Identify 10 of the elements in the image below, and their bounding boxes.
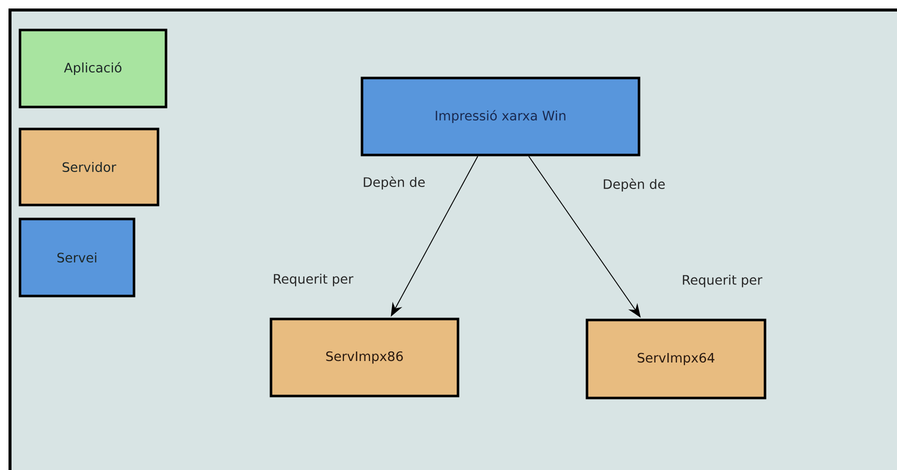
process-box: Impressió xarxa Win xyxy=(360,76,640,156)
legend-label: Servei xyxy=(57,252,96,263)
legend-label: Servidor xyxy=(62,162,116,172)
process-box: ServImpx64 xyxy=(586,318,766,400)
process-box: ServImpx86 xyxy=(270,318,460,398)
edge-label: Depèn de xyxy=(362,175,426,191)
legend-label: Aplicació xyxy=(64,62,122,76)
end-label: Requerit per xyxy=(680,274,764,288)
end-label: Requerit per xyxy=(272,272,354,288)
edge-label: Depèn de xyxy=(602,177,666,193)
